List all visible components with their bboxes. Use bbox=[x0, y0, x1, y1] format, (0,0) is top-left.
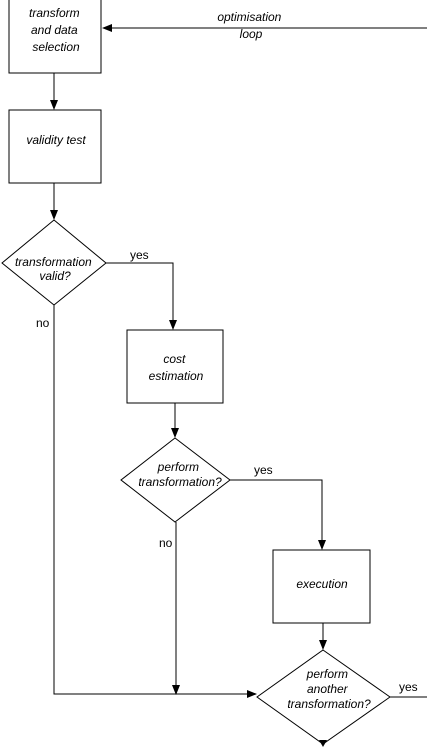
node-validity-test bbox=[8, 109, 102, 184]
edge-valid-yes bbox=[106, 262, 174, 320]
arrowhead-perform-another-top bbox=[319, 640, 327, 650]
arrowhead-validity-test bbox=[50, 100, 58, 110]
arrowhead-cost-estimation bbox=[169, 320, 177, 330]
label-valid-no: no bbox=[36, 316, 50, 330]
label-another-yes: yes bbox=[399, 680, 418, 694]
edge-valid-no bbox=[53, 305, 247, 695]
arrowhead-transformation-valid bbox=[50, 210, 58, 220]
node-transform-and-data-selection bbox=[8, 0, 102, 74]
label-transformation-valid: transformation valid? bbox=[15, 255, 95, 283]
label-perform-yes: yes bbox=[254, 463, 273, 477]
label-execution: execution bbox=[296, 577, 348, 591]
label-optimisation-loop: optimisation loop bbox=[217, 10, 284, 41]
label-transform-and-data-selection: transform and data selection bbox=[29, 6, 83, 54]
node-perform-transformation bbox=[120, 437, 231, 523]
edge-perform-yes bbox=[230, 479, 323, 540]
label-validity-test: validity test bbox=[26, 133, 86, 147]
label-perform-no: no bbox=[159, 536, 173, 550]
arrowhead-execution bbox=[318, 540, 326, 550]
arrowhead-bottom-exit bbox=[319, 740, 327, 747]
arrowhead-perform-no bbox=[172, 685, 180, 695]
arrowhead-perform-transformation bbox=[171, 428, 179, 438]
label-perform-another-transformation: perform another transformation? bbox=[287, 667, 371, 711]
label-cost-estimation: cost estimation bbox=[149, 352, 204, 383]
label-perform-transformation: perform transformation? bbox=[138, 460, 222, 489]
node-execution bbox=[272, 549, 371, 624]
node-transformation-valid bbox=[1, 219, 107, 306]
arrowhead-perform-another bbox=[247, 690, 257, 698]
arrowhead-optimisation-loop bbox=[102, 24, 112, 32]
label-valid-yes: yes bbox=[130, 248, 149, 262]
node-cost-estimation bbox=[126, 329, 224, 404]
